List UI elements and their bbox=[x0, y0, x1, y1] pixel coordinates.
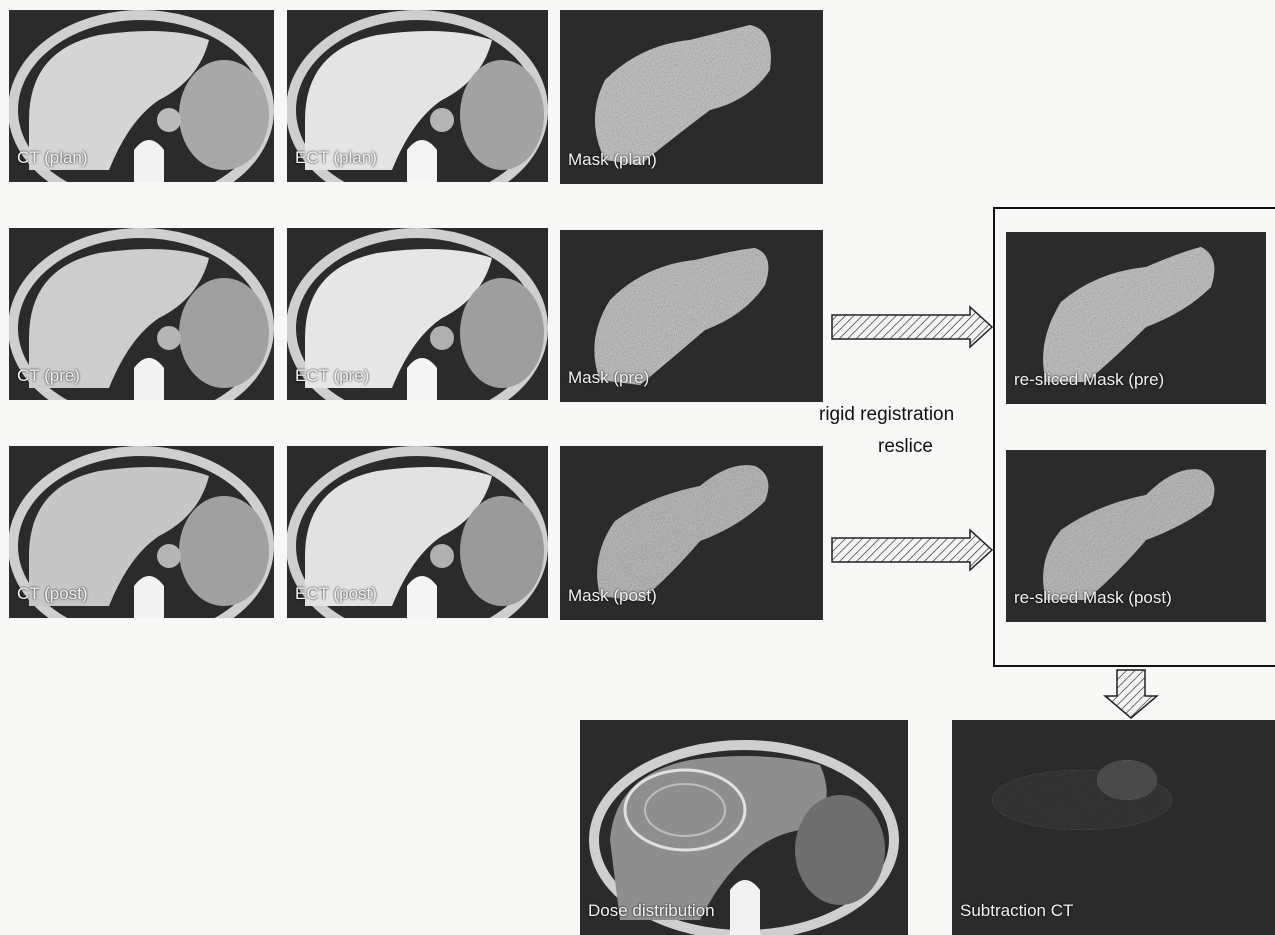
subtraction-ct-panel: Subtraction CT bbox=[952, 720, 1275, 935]
panel-label: ECT (post) bbox=[295, 584, 377, 604]
panel-label: re-sliced Mask (pre) bbox=[1014, 370, 1164, 390]
panel-label: Mask (plan) bbox=[568, 150, 657, 170]
mask-post-panel: Mask (post) bbox=[560, 446, 823, 620]
panel-label: Dose distribution bbox=[588, 901, 715, 921]
panel-label: ECT (plan) bbox=[295, 148, 377, 168]
caption-reslice: reslice bbox=[878, 436, 933, 458]
panel-label: Mask (post) bbox=[568, 586, 657, 606]
ct-post-panel: CT (post) bbox=[9, 446, 274, 618]
panel-label: CT (pre) bbox=[17, 366, 80, 386]
panel-label: CT (post) bbox=[17, 584, 88, 604]
down-arrow-icon bbox=[1103, 668, 1159, 720]
mask-pre-panel: Mask (pre) bbox=[560, 230, 823, 402]
ct-pre-panel: CT (pre) bbox=[9, 228, 274, 400]
right-arrow-icon bbox=[830, 305, 995, 349]
panel-label: re-sliced Mask (post) bbox=[1014, 588, 1172, 608]
panel-label: CT (plan) bbox=[17, 148, 88, 168]
ect-plan-panel: ECT (plan) bbox=[287, 10, 548, 182]
panel-label: ECT (pre) bbox=[295, 366, 369, 386]
ect-post-panel: ECT (post) bbox=[287, 446, 548, 618]
dose-distribution-panel: Dose distribution bbox=[580, 720, 908, 935]
panel-label: Subtraction CT bbox=[960, 901, 1073, 921]
caption-rigid-registration: rigid registration bbox=[819, 404, 954, 426]
panel-label: Mask (pre) bbox=[568, 368, 649, 388]
ct-plan-panel: CT (plan) bbox=[9, 10, 274, 182]
right-arrow-icon bbox=[830, 528, 995, 572]
mask-plan-panel: Mask (plan) bbox=[560, 10, 823, 184]
resliced-pre-panel: re-sliced Mask (pre) bbox=[1006, 232, 1266, 404]
resliced-post-panel: re-sliced Mask (post) bbox=[1006, 450, 1266, 622]
ect-pre-panel: ECT (pre) bbox=[287, 228, 548, 400]
